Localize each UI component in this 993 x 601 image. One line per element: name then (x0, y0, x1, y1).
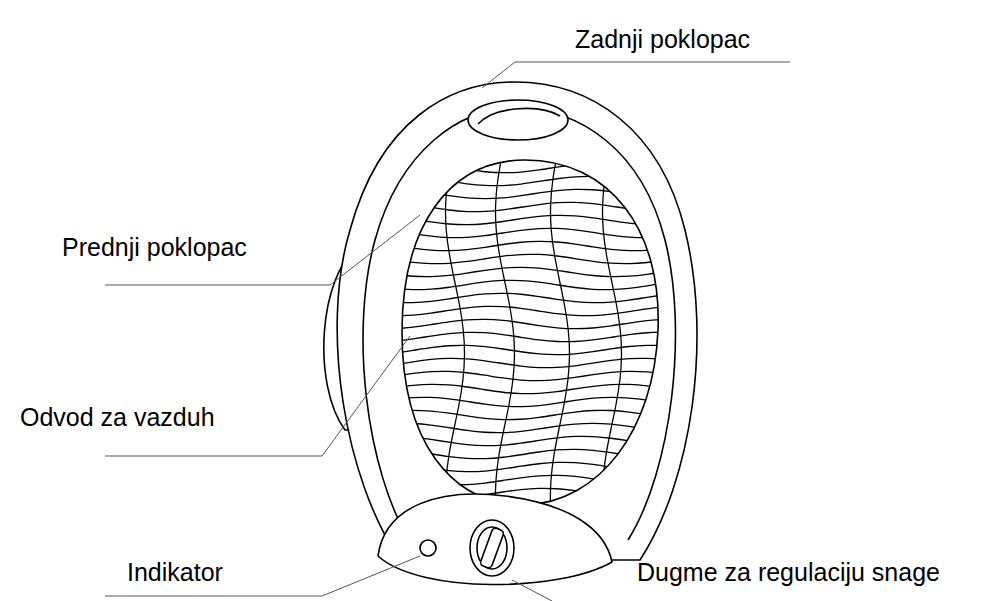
grille-slat (395, 215, 665, 224)
grille-slat (395, 423, 665, 432)
grille-slat (395, 202, 665, 212)
grille-rib (602, 155, 621, 505)
control-panel (378, 494, 612, 584)
grille-slat (395, 345, 665, 354)
handle-slot (468, 100, 568, 140)
leader-line (105, 336, 410, 456)
grille-slat (395, 228, 665, 237)
indicator-lamp (420, 540, 436, 556)
part-label: Odvod za vazduh (20, 402, 215, 432)
grille-slat (395, 267, 665, 276)
power-knob-grip (480, 527, 505, 569)
grille-rib (550, 155, 569, 505)
grille-slat (395, 332, 665, 342)
grille-slat (395, 462, 665, 472)
grille-slat (395, 371, 665, 380)
grille-slat (395, 280, 665, 289)
grille-rib (495, 155, 514, 505)
handle-detail (478, 108, 560, 124)
back-cover (337, 82, 697, 560)
leader-line (512, 580, 552, 601)
part-label: Zadnji poklopac (575, 24, 750, 54)
grille-slat (395, 410, 665, 419)
leader-line (482, 62, 790, 88)
part-label: Indikator (127, 557, 223, 587)
leader-lines (105, 62, 790, 601)
grille-slat (395, 306, 665, 316)
part-label: Dugme za regulaciju snage (637, 557, 940, 587)
grille-slat (395, 384, 665, 393)
grille-slat (395, 176, 665, 186)
grille-slat (395, 293, 665, 302)
power-knob (470, 520, 514, 576)
power-knob-inner (477, 527, 507, 569)
leader-line (105, 556, 420, 596)
grille-slat (395, 163, 665, 172)
grille-slat (395, 475, 665, 484)
front-cover (363, 108, 675, 545)
grille-slat (395, 358, 665, 367)
grille-slat (395, 254, 665, 263)
grille-slat (395, 189, 665, 199)
grille-slat (395, 436, 665, 446)
grille-slat (395, 319, 665, 329)
grille-slat (395, 241, 665, 250)
part-label: Prednji poklopac (62, 232, 247, 262)
grille-rib (445, 155, 464, 505)
grille-slat (395, 397, 665, 406)
grille-lines (395, 155, 665, 505)
grille-slat (395, 488, 665, 497)
grille-slat (395, 449, 665, 459)
